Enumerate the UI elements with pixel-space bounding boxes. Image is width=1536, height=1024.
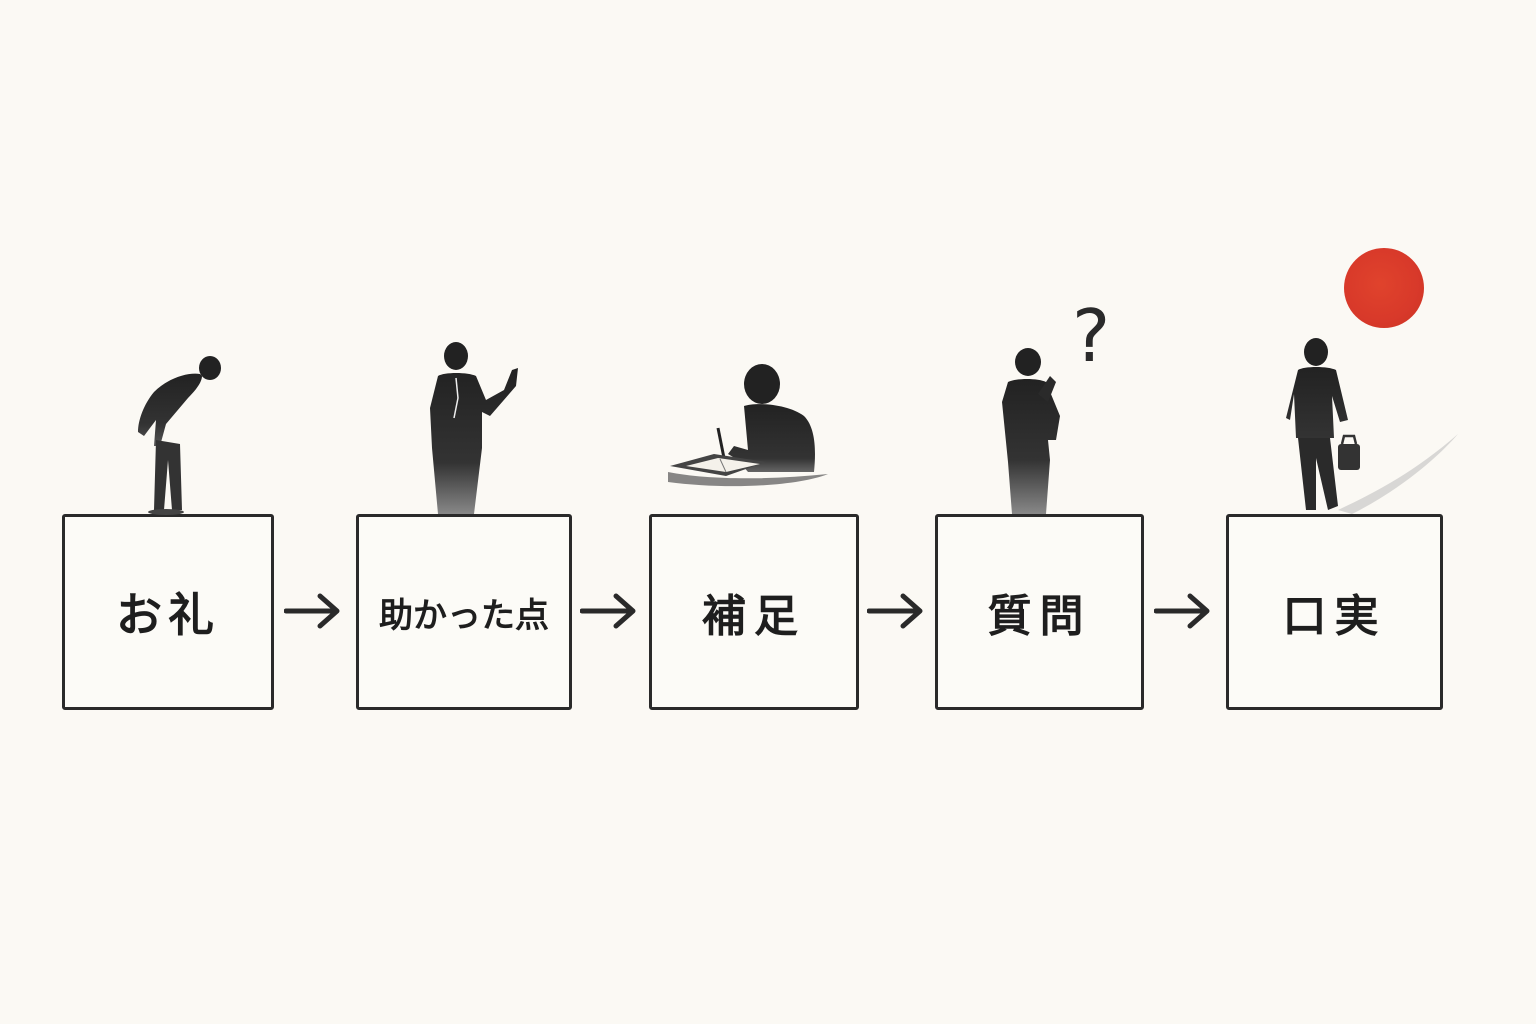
walking-man-icon: [1286, 338, 1458, 514]
step-box-supplement: 補足: [649, 514, 859, 710]
question-mark-icon: ?: [1072, 294, 1111, 378]
arrow-right-icon: [867, 593, 923, 629]
arrow-right-icon: [580, 593, 636, 629]
step-label-thanks: お礼: [116, 588, 220, 642]
step-label-supplement: 補足: [702, 591, 806, 642]
step-box-helpful-points: 助かった点: [356, 514, 572, 710]
pointing-man-icon: [430, 342, 518, 514]
step-label-excuse: 口実: [1282, 591, 1387, 642]
thinking-man-icon: [1002, 348, 1060, 514]
writing-man-icon: [668, 364, 828, 487]
step-box-excuse: 口実: [1226, 514, 1443, 710]
red-sun-icon: [1344, 248, 1424, 328]
arrow-right-icon: [1154, 593, 1210, 629]
step-box-thanks: お礼: [62, 514, 274, 710]
step-box-question: 質問: [935, 514, 1144, 710]
bowing-man-icon: [138, 356, 221, 515]
arrow-right-icon: [284, 593, 340, 629]
step-label-question: 質問: [987, 591, 1092, 642]
step-label-helpful-points: 助かった点: [379, 595, 549, 636]
